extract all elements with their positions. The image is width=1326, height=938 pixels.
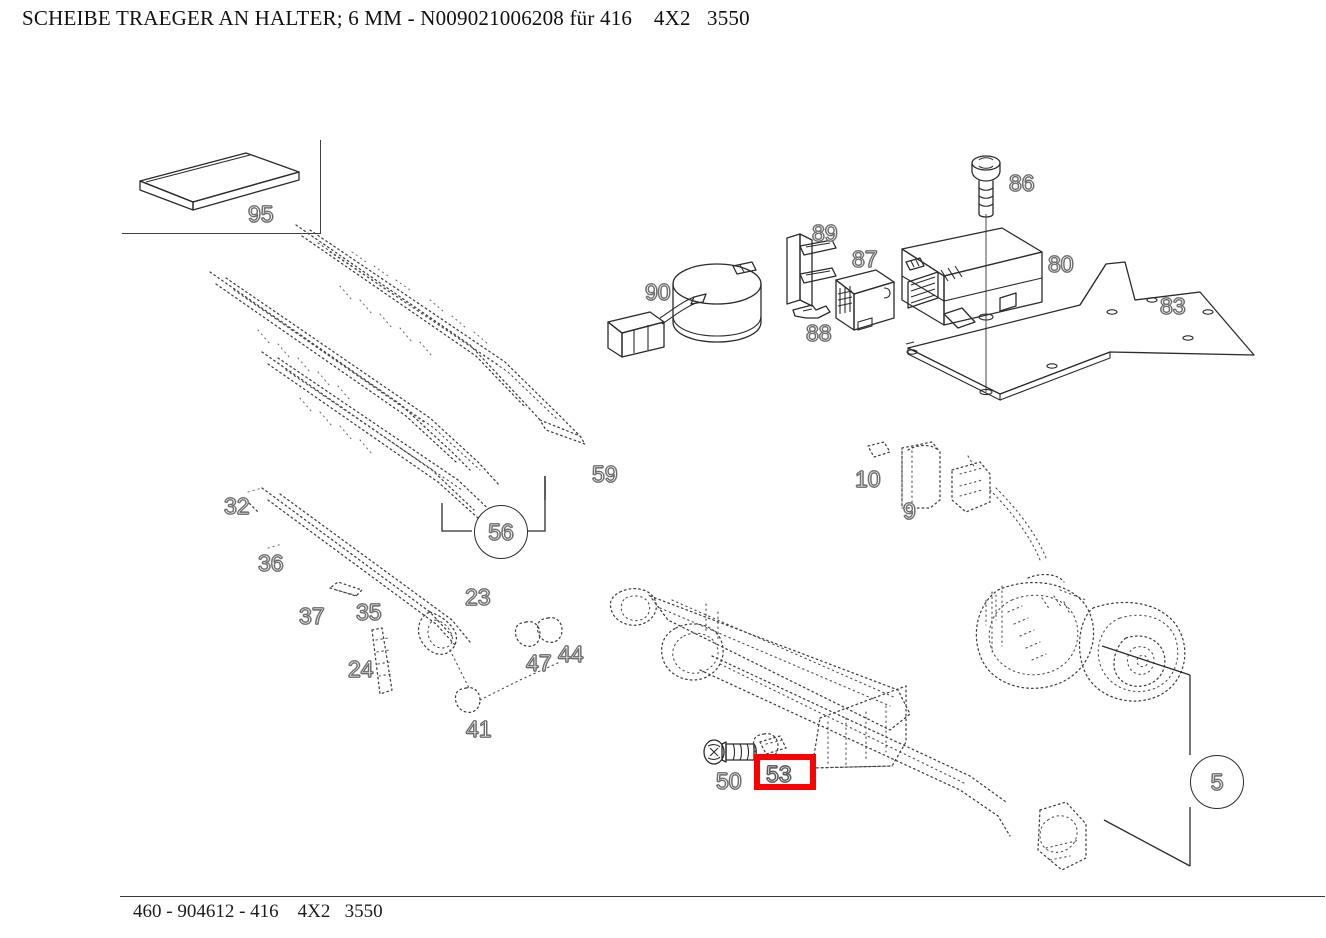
label-41: 41 bbox=[465, 716, 492, 742]
callout-5-leader bbox=[1101, 645, 1191, 867]
part-50-bolt bbox=[703, 739, 757, 765]
footer-reference: 460 - 904612 - 416 4X2 3550 bbox=[133, 901, 383, 922]
page-title: SCHEIBE TRAEGER AN HALTER; 6 MM - N00902… bbox=[22, 6, 750, 30]
footer-divider bbox=[120, 896, 1325, 897]
part-86-bolt bbox=[971, 155, 1001, 392]
wiper-motor-assembly bbox=[975, 573, 1186, 702]
label-9: 9 bbox=[902, 498, 916, 524]
label-10: 10 bbox=[854, 466, 881, 492]
label-59: 59 bbox=[591, 461, 618, 487]
label-89: 89 bbox=[811, 220, 838, 246]
part-87-connector-block bbox=[835, 269, 895, 331]
label-83: 83 bbox=[1159, 293, 1186, 319]
label-95: 95 bbox=[247, 201, 274, 227]
label-90: 90 bbox=[644, 279, 671, 305]
part-80-control-module bbox=[901, 227, 1043, 329]
detail-inset-horizontal-rule bbox=[122, 233, 321, 234]
callout-56[interactable]: 56 bbox=[474, 505, 528, 559]
label-53: 53 bbox=[765, 760, 792, 787]
highlight-box-53 bbox=[754, 754, 816, 790]
detail-inset-vertical-rule bbox=[320, 140, 321, 234]
label-32: 32 bbox=[223, 493, 250, 519]
label-88: 88 bbox=[805, 320, 832, 346]
label-80: 80 bbox=[1047, 251, 1074, 277]
callout-5-text: 5 bbox=[1210, 768, 1224, 795]
part-88-terminal bbox=[792, 304, 831, 319]
label-35: 35 bbox=[355, 599, 382, 625]
label-50: 50 bbox=[715, 768, 742, 794]
wiper-blade-assembly-upper bbox=[209, 224, 587, 521]
part-83-mounting-bracket bbox=[905, 261, 1255, 401]
callout-5[interactable]: 5 bbox=[1190, 755, 1244, 809]
part-90-pump-connector bbox=[607, 261, 762, 358]
label-23: 23 bbox=[464, 584, 491, 610]
part-95-plate bbox=[139, 152, 300, 211]
label-37: 37 bbox=[298, 603, 325, 629]
wiper-arm-left-assembly bbox=[245, 487, 563, 714]
label-24: 24 bbox=[347, 656, 374, 682]
part-9-10-bushing bbox=[867, 441, 1047, 561]
label-87: 87 bbox=[851, 246, 878, 272]
label-36: 36 bbox=[257, 550, 284, 576]
label-44: 44 bbox=[557, 641, 584, 667]
label-86: 86 bbox=[1008, 170, 1035, 196]
wiper-linkage-frame bbox=[609, 588, 1087, 871]
label-47: 47 bbox=[525, 650, 552, 676]
callout-56-text: 56 bbox=[488, 518, 515, 545]
